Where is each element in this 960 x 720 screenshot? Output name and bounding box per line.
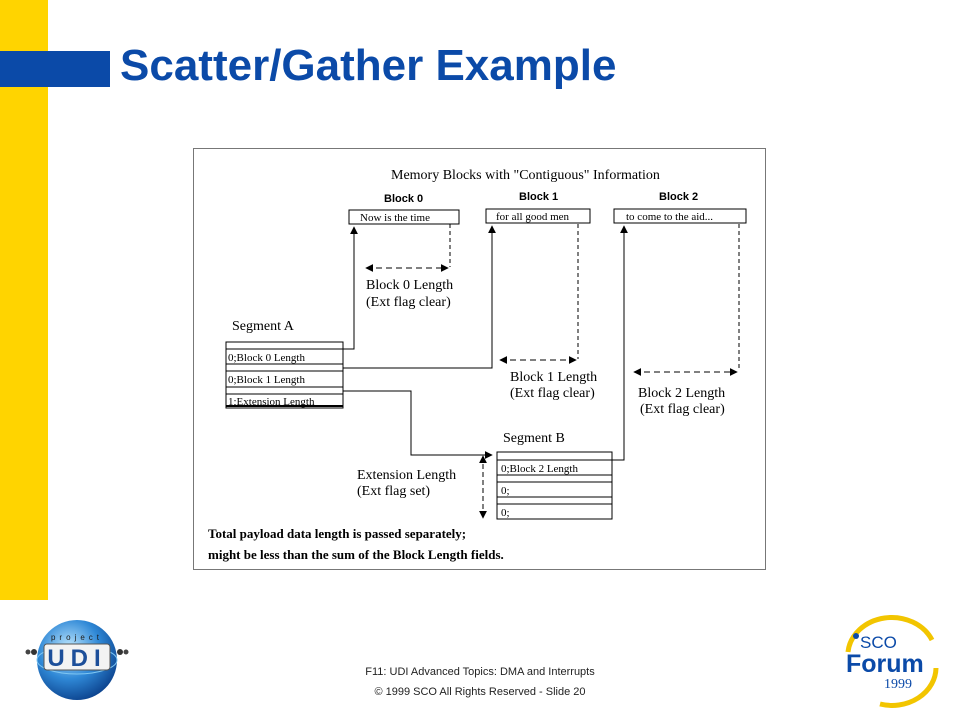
block-1-box bbox=[485, 208, 591, 224]
block-2-content: to come to the aid... bbox=[626, 211, 713, 223]
block-2-length-line2: (Ext flag clear) bbox=[640, 402, 725, 417]
block-1-label: Block 1 bbox=[519, 191, 558, 203]
block-0-length-line1: Block 0 Length bbox=[366, 278, 453, 293]
yellow-accent-bar bbox=[0, 0, 48, 600]
block-2-length-line1: Block 2 Length bbox=[638, 386, 725, 401]
block-2-label: Block 2 bbox=[659, 191, 698, 203]
payload-note-line1: Total payload data length is passed sepa… bbox=[208, 526, 466, 541]
logo-swoosh bbox=[845, 614, 935, 653]
segment-a-title: Segment A bbox=[232, 319, 295, 334]
block-1-length-line1: Block 1 Length bbox=[510, 370, 597, 385]
udi-logo: project UDI bbox=[25, 620, 129, 700]
seg-b-to-block-2-arrow bbox=[612, 225, 628, 461]
diagram-heading: Memory Blocks with "Contiguous" Informat… bbox=[391, 168, 660, 183]
logo-dot bbox=[853, 633, 859, 639]
logo-dot bbox=[31, 649, 37, 655]
logo-dot bbox=[123, 649, 129, 655]
diagram-canvas: Memory Blocks with "Contiguous" Informat… bbox=[208, 168, 747, 562]
block-0-content: Now is the time bbox=[360, 212, 430, 224]
segment-b-title: Segment B bbox=[503, 431, 565, 446]
seg-a-to-block-0-arrow bbox=[343, 226, 358, 350]
forum-logo-text: Forum bbox=[846, 650, 924, 678]
blue-accent-bar bbox=[0, 51, 110, 87]
scatter-gather-diagram: Memory Blocks with "Contiguous" Informat… bbox=[193, 148, 766, 570]
extension-length-line1: Extension Length bbox=[357, 468, 456, 483]
block-1-length-line2: (Ext flag clear) bbox=[510, 386, 595, 401]
segment-a-row-0: 0;Block 0 Length bbox=[228, 352, 305, 364]
extension-length-line2: (Ext flag set) bbox=[357, 484, 430, 499]
seg-a-to-block-1-arrow bbox=[343, 225, 496, 369]
sco-forum-logo: SCO Forum 1999 bbox=[845, 614, 939, 708]
block-0-label: Block 0 bbox=[384, 193, 423, 205]
footer-course-line: F11: UDI Advanced Topics: DMA and Interr… bbox=[365, 666, 595, 678]
forum-year-text: 1999 bbox=[884, 677, 912, 692]
block-0-length-line2: (Ext flag clear) bbox=[366, 295, 451, 310]
footer-copyright-line: © 1999 SCO All Rights Reserved - Slide 2… bbox=[374, 686, 586, 698]
slide-title: Scatter/Gather Example bbox=[120, 41, 617, 90]
block-2-box bbox=[613, 208, 747, 224]
segment-b-table bbox=[496, 451, 613, 520]
segment-a-row-2: 1;Extension Length bbox=[228, 396, 315, 408]
udi-logo-project-text: project bbox=[51, 633, 103, 642]
logo-dot bbox=[117, 649, 123, 655]
logo-swoosh-bottom bbox=[879, 667, 939, 708]
sco-logo-text: SCO bbox=[860, 633, 897, 652]
logo-dot bbox=[25, 649, 31, 655]
seg-a-to-segment-b-arrow bbox=[343, 390, 493, 459]
udi-letter-panel bbox=[43, 643, 111, 671]
block-0-box bbox=[348, 209, 460, 225]
segment-b-row-0: 0;Block 2 Length bbox=[501, 463, 578, 475]
segment-b-row-1: 0; bbox=[501, 485, 510, 497]
udi-logo-text: UDI bbox=[47, 645, 106, 672]
segment-b-row-2: 0; bbox=[501, 507, 510, 519]
segment-a-table bbox=[225, 341, 344, 409]
block-1-content: for all good men bbox=[496, 211, 570, 223]
segment-a-row-1: 0;Block 1 Length bbox=[228, 374, 305, 386]
payload-note-line2: might be less than the sum of the Block … bbox=[208, 547, 504, 562]
